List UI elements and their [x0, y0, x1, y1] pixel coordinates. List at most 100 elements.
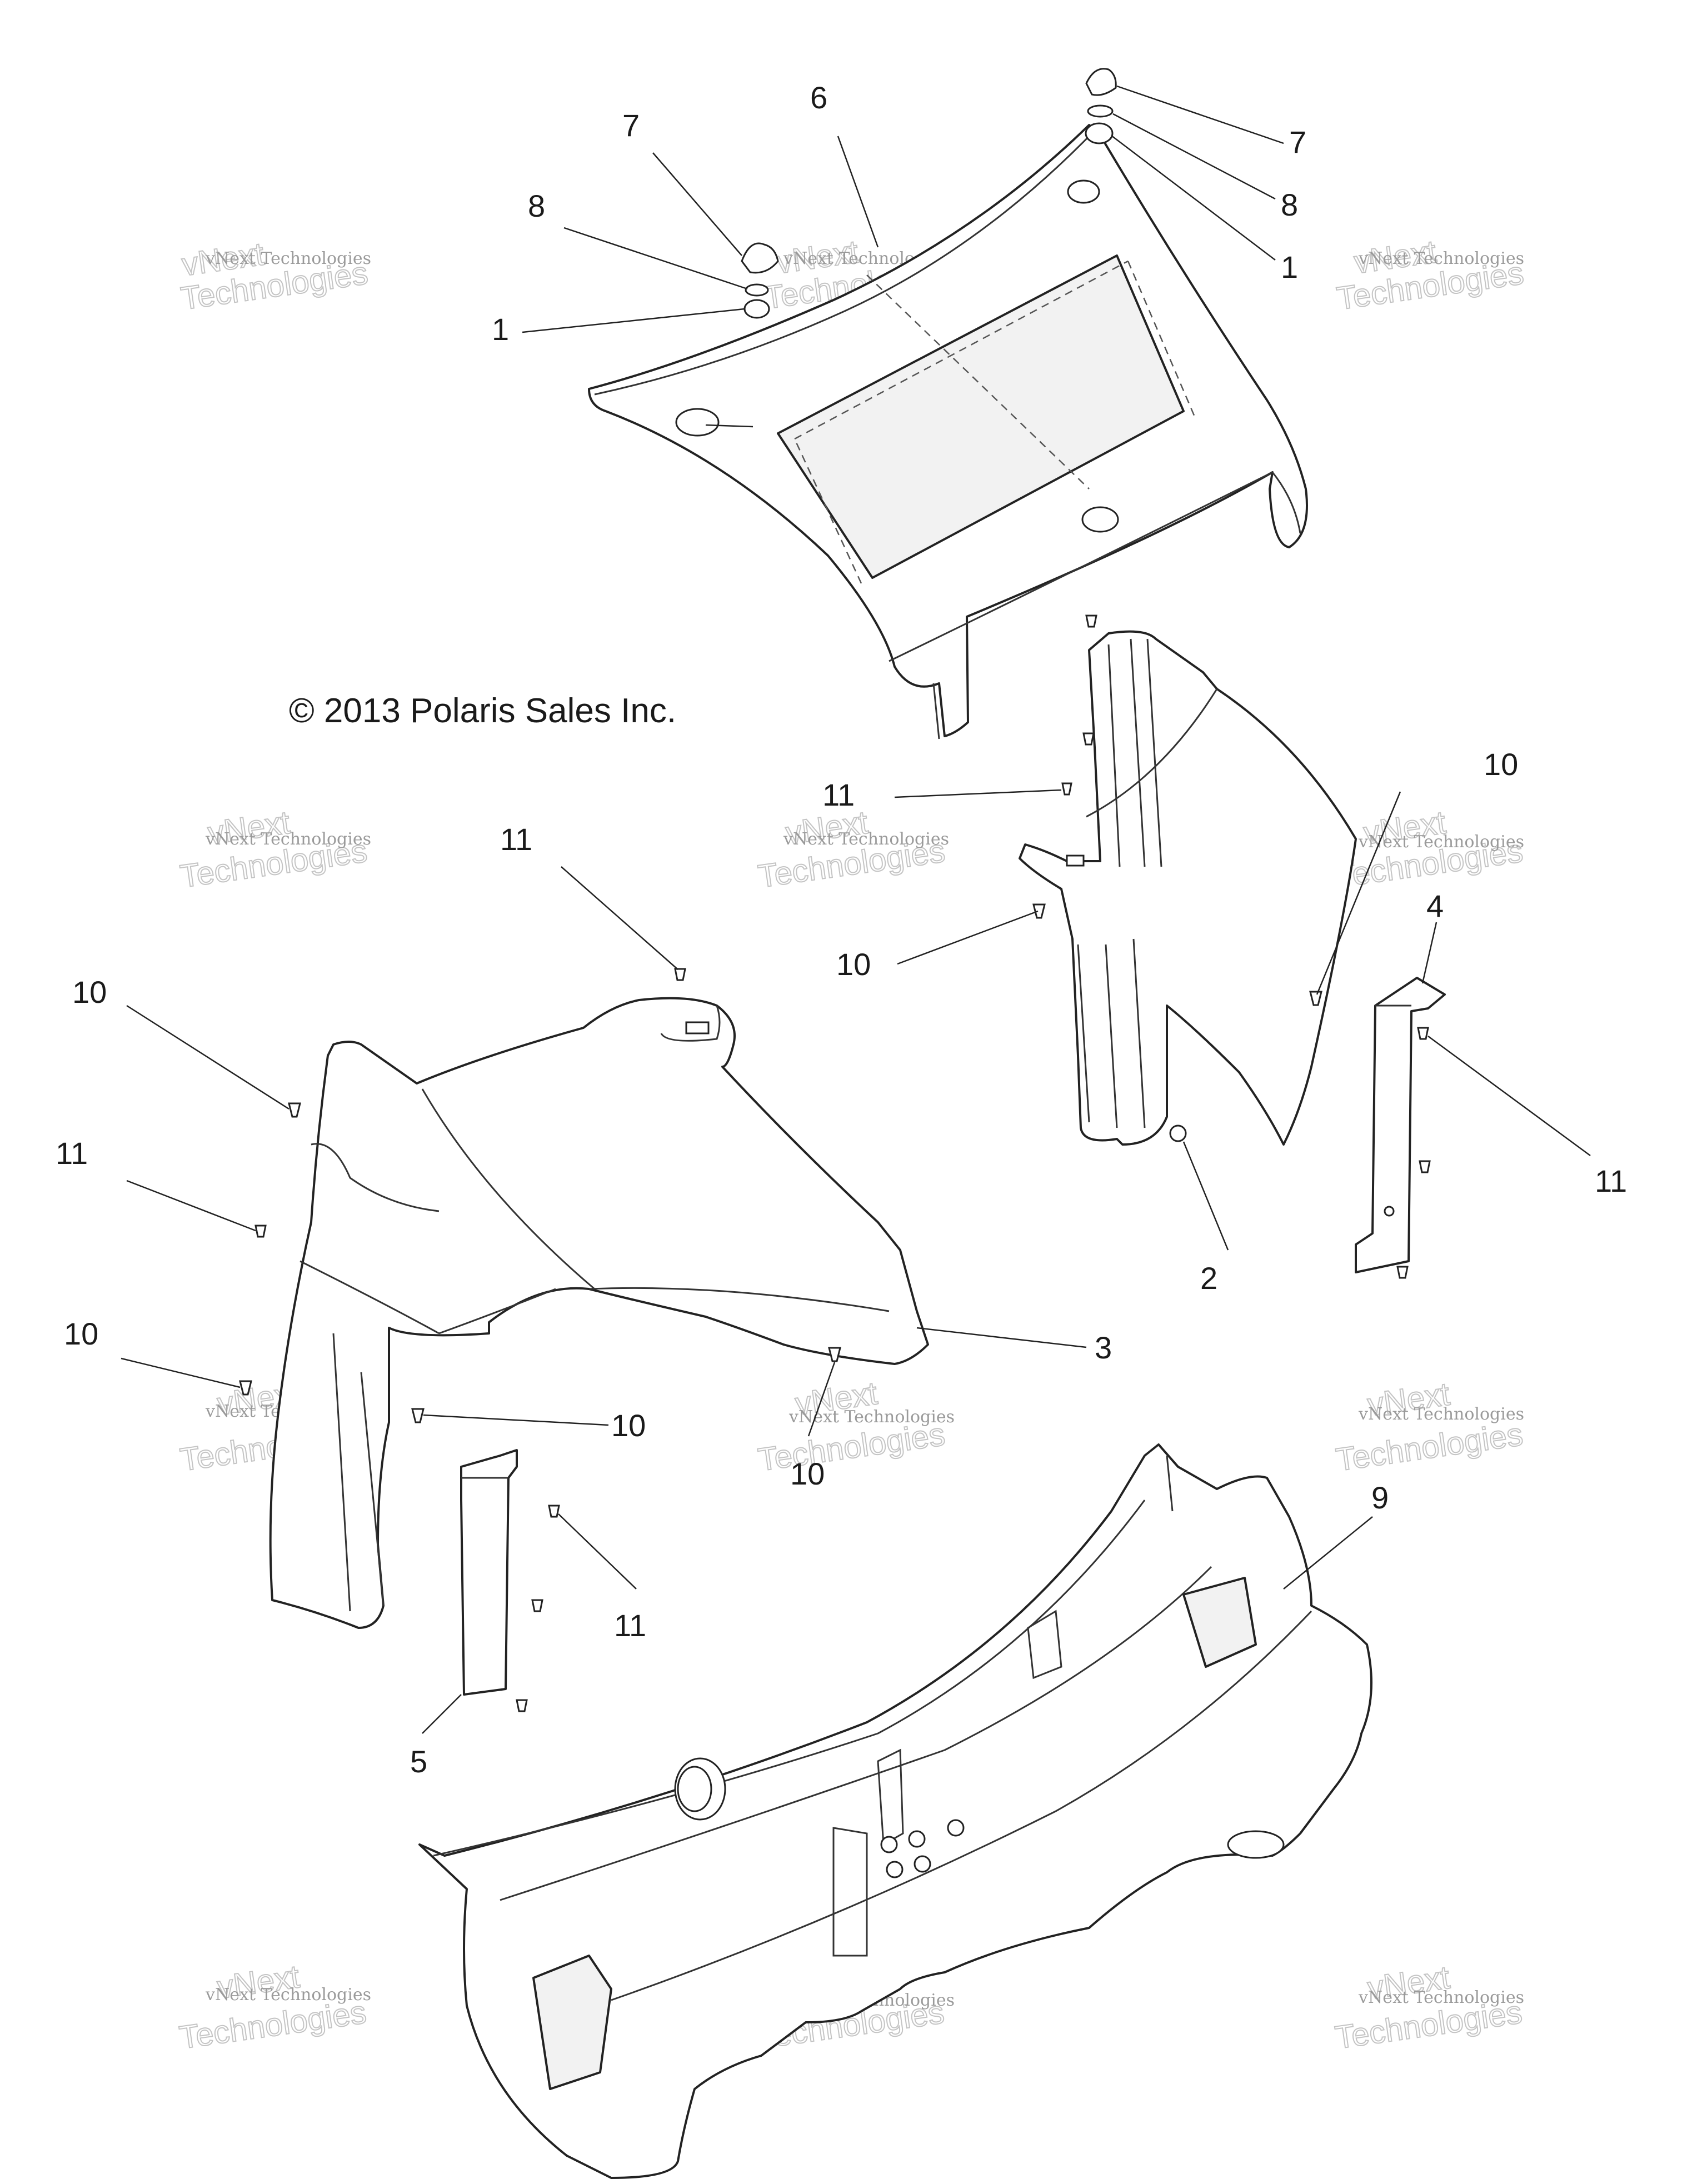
callout-10-lower-left: 10: [64, 1316, 98, 1351]
frame-antenna: [1166, 1455, 1174, 1512]
callout-4: 4: [1426, 888, 1444, 923]
callout-11-bracket-5: 11: [614, 1608, 646, 1643]
side-panel-lower-ribs: [1077, 938, 1146, 1128]
frame-left-port-inner: [677, 1766, 712, 1812]
leader-lines: [121, 85, 1591, 1734]
frame-body: [418, 1443, 1372, 2179]
left-panel-upper-fold: [311, 1143, 440, 1212]
side-panel-body: [1019, 630, 1357, 1146]
hood-front-edge: [594, 132, 1093, 396]
rivet-10-center-left: [411, 1408, 425, 1423]
hood-mount-hole-right: [1067, 179, 1100, 204]
callout-10-center-left: 10: [611, 1408, 646, 1443]
frame-top-rail: [433, 1500, 1146, 1857]
screw-bracket-4-mid: [1419, 1160, 1431, 1173]
grommet-1-right: [1085, 122, 1114, 144]
knob-7-right: [1085, 68, 1117, 96]
copyright-text: © 2013 Polaris Sales Inc.: [289, 692, 676, 730]
watermark-small: vNext Technologies: [1358, 1988, 1524, 2007]
screw-11-bracket-4-top: [1417, 1027, 1429, 1040]
screw-bracket-4-low: [1396, 1266, 1409, 1279]
callout-1-right: 1: [1281, 249, 1298, 284]
frame-right-opening: [1182, 1577, 1257, 1668]
screw-11-left: [254, 1225, 267, 1238]
callout-11-right-panel: 11: [822, 777, 855, 812]
bracket-5-body: [460, 1449, 518, 1696]
hood-rear-edge: [889, 471, 1273, 662]
watermark-small: vNext Technologies: [205, 249, 371, 268]
frame-bolt-4: [914, 1855, 931, 1873]
callout-2: 2: [1200, 1261, 1217, 1296]
left-panel-top-tab: [660, 1005, 721, 1042]
screw-icon: [254, 614, 1431, 1712]
screw-bracket-5-low: [516, 1699, 528, 1712]
callout-7-right: 7: [1289, 124, 1306, 159]
watermark-small: vNext Technologies: [1358, 1405, 1524, 1424]
rivet-10-lower-left: [239, 1380, 252, 1396]
screw-bracket-5-mid: [531, 1599, 543, 1612]
frame-upper-bracket: [1027, 1610, 1062, 1680]
hood-recess-hidden-lines: [793, 260, 1196, 584]
side-panel-ribs: [1107, 638, 1162, 867]
frame-bolt-1: [880, 1836, 898, 1853]
left-panel-crease: [300, 1260, 556, 1335]
watermark-small: vNext Technologies: [205, 1985, 371, 2005]
watermark-small: vNext Technologies: [1358, 249, 1524, 268]
part-2-right-side-panel: [1019, 630, 1357, 1146]
part-9-lower-frame: [418, 1443, 1372, 2179]
side-panel-hole: [1169, 1125, 1187, 1142]
callout-9: 9: [1371, 1480, 1389, 1515]
callout-11-left: 11: [56, 1136, 88, 1171]
grommet-1-left: [743, 299, 770, 319]
callout-11-left-top: 11: [500, 822, 532, 857]
watermark-small: vNext Technologies: [205, 829, 371, 849]
watermark-3: vNext Technologies: [1334, 233, 1526, 317]
knob-7-left: [741, 242, 779, 274]
frame-left-opening: [532, 1955, 612, 2090]
frame-bolt-5: [947, 1819, 965, 1837]
watermark-1: vNext Technologies: [178, 235, 371, 317]
frame-lower-bracket: [832, 1827, 868, 1957]
watermark-small: vNext Technologies: [1358, 832, 1524, 852]
callout-10-upper-left: 10: [72, 974, 107, 1009]
washer-8-right: [1087, 104, 1114, 118]
callout-11-bracket-4: 11: [1595, 1163, 1627, 1198]
callout-3: 3: [1095, 1330, 1112, 1365]
side-panel-fold: [1086, 688, 1218, 818]
rivet-10-center: [828, 1347, 841, 1362]
callout-7-left: 7: [622, 108, 640, 143]
screw-right-top: [1085, 614, 1097, 628]
callout-1-left: 1: [492, 312, 509, 347]
washer-8-left: [745, 283, 769, 297]
fasteners-top-right: [1085, 68, 1117, 144]
part-5-left-bracket: [460, 1449, 518, 1696]
frame-bolt-3: [886, 1861, 904, 1878]
screw-11-right: [1061, 782, 1072, 796]
watermark-line2: Technologies: [1334, 1416, 1525, 1478]
hood-leg-edge: [932, 683, 940, 739]
left-panel-diagonal: [421, 1088, 595, 1290]
part-6-hood-cover: [588, 124, 1308, 739]
frame-bolt-2: [908, 1830, 926, 1848]
watermark-small: vNext Technologies: [788, 1407, 955, 1427]
frame-center-post: [877, 1748, 904, 1846]
hood-mount-hole-left: [675, 408, 720, 437]
left-panel-slot: [685, 1021, 710, 1034]
callout-10-center: 10: [790, 1456, 825, 1491]
push-rivet-icon: [239, 903, 1322, 1423]
bracket-4-hole: [1384, 1206, 1395, 1217]
side-panel-tab: [1066, 854, 1085, 867]
screw-11-bracket-5-top: [548, 1505, 560, 1518]
left-panel-body: [269, 997, 929, 1629]
part-3-left-side-panel: [269, 997, 929, 1629]
callout-6: 6: [810, 80, 827, 115]
part-4-right-bracket: [1355, 977, 1446, 1273]
frame-lower-rail: [611, 1610, 1312, 2001]
rivet-10-right-panel: [1032, 903, 1046, 919]
screw-11-top-left: [674, 968, 686, 981]
callout-10-right-panel: 10: [836, 947, 871, 982]
callout-8-left: 8: [528, 188, 545, 223]
left-panel-legs: [332, 1333, 385, 1612]
